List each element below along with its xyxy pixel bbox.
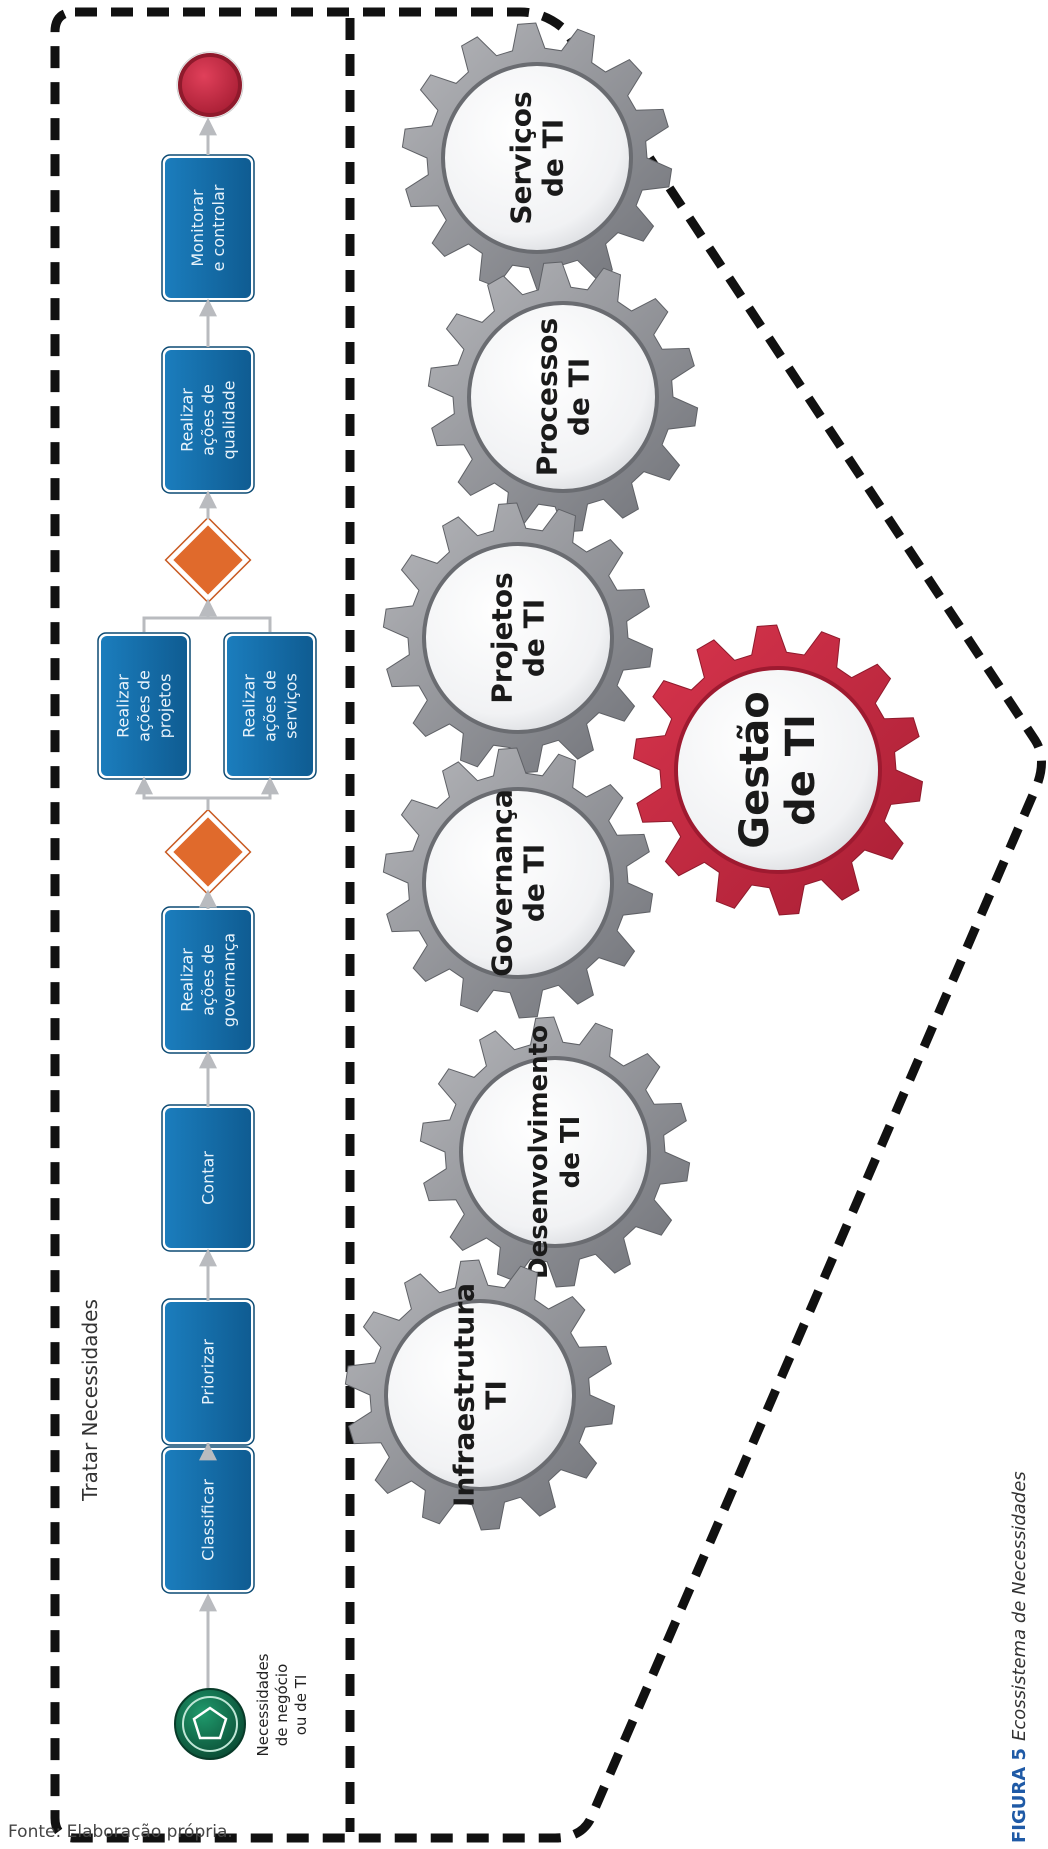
gear-infraestrutura-label-line: TI xyxy=(480,1380,513,1410)
gear-gestao-label-line: Gestão xyxy=(732,691,778,848)
gateway-join xyxy=(164,516,252,604)
outer-dashed-boundary xyxy=(50,7,1046,1843)
start-event xyxy=(174,1688,246,1760)
task-servicos-label-line: Realizar xyxy=(240,674,259,738)
task-qualidade-label-line: ações de xyxy=(199,384,218,456)
gear-processos-label-line: Processos xyxy=(531,318,564,476)
process-title: Tratar Necessidades xyxy=(78,1299,102,1502)
flow-merge-line xyxy=(142,616,272,632)
gateway-split xyxy=(164,808,252,896)
task-governanca-label-line: governança xyxy=(220,933,239,1027)
task-monitorar-label-line: e controlar xyxy=(209,184,228,271)
source-note: Fonte: Elaboração própria. xyxy=(8,1822,233,1842)
task-monitorar-label-line: Monitorar xyxy=(188,189,207,267)
flow-arrow xyxy=(208,776,279,800)
task-contar: Contar xyxy=(161,1104,255,1252)
gear-projetos-label-line: de TI xyxy=(518,599,551,677)
gear-processos-label-line: de TI xyxy=(563,358,596,436)
process-title-line: Tratar Necessidades xyxy=(78,1299,102,1502)
task-priorizar-label: Priorizar xyxy=(199,1339,218,1405)
gear-servicos-label-line: Serviços xyxy=(505,91,538,224)
task-governanca-label-line: Realizar xyxy=(178,948,197,1012)
caption-label: FIGURA 5 xyxy=(1009,1748,1030,1843)
start-label-line: de negócio xyxy=(273,1664,291,1747)
gear-projetos-label-line: Projetos xyxy=(486,572,519,703)
task-projetos-label-line: Realizar xyxy=(114,674,133,738)
gear-desenvolvimento-label-line: de TI xyxy=(556,1116,586,1189)
flow-connectors xyxy=(135,117,279,1688)
end-event xyxy=(176,51,244,119)
task-projetos-label-line: projetos xyxy=(156,674,175,739)
task-priorizar-label-line: Priorizar xyxy=(199,1339,218,1405)
task-qualidade-label-line: Realizar xyxy=(178,388,197,452)
task-qualidade-label-line: qualidade xyxy=(220,381,239,460)
flow-arrow xyxy=(135,776,210,810)
gear-governanca-label-line: Governança xyxy=(486,789,519,977)
gear-servicos-label-line: de TI xyxy=(537,119,570,197)
caption-group: FIGURA 5 Ecossistema de Necessidades xyxy=(1009,1471,1030,1843)
start-label-line: Necessidades xyxy=(254,1653,272,1756)
task-servicos-label-line: ações de xyxy=(261,670,280,742)
figure-caption: FIGURA 5 Ecossistema de Necessidades xyxy=(1009,1471,1030,1843)
task-priorizar: Priorizar xyxy=(161,1298,255,1446)
task-contar-label: Contar xyxy=(199,1151,218,1205)
task-classificar-label: Classificar xyxy=(199,1479,218,1561)
gear-gestao-label-line: de TI xyxy=(778,714,824,826)
task-servicos-label-line: serviços xyxy=(282,673,301,739)
gear-infraestrutura-label-line: Infraestrutura xyxy=(448,1283,481,1507)
start-label-line: ou de TI xyxy=(292,1675,310,1736)
caption-text: Ecossistema de Necessidades xyxy=(1009,1471,1030,1741)
task-classificar-label-line: Classificar xyxy=(199,1479,218,1561)
task-governanca-label-line: ações de xyxy=(199,944,218,1016)
task-projetos-label-line: ações de xyxy=(135,670,154,742)
task-classificar: Classificar xyxy=(161,1446,255,1594)
gear-desenvolvimento-label-line: Desenvolvimento xyxy=(524,1025,554,1279)
task-contar-label-line: Contar xyxy=(199,1151,218,1205)
gear-governanca-label-line: de TI xyxy=(518,844,551,922)
